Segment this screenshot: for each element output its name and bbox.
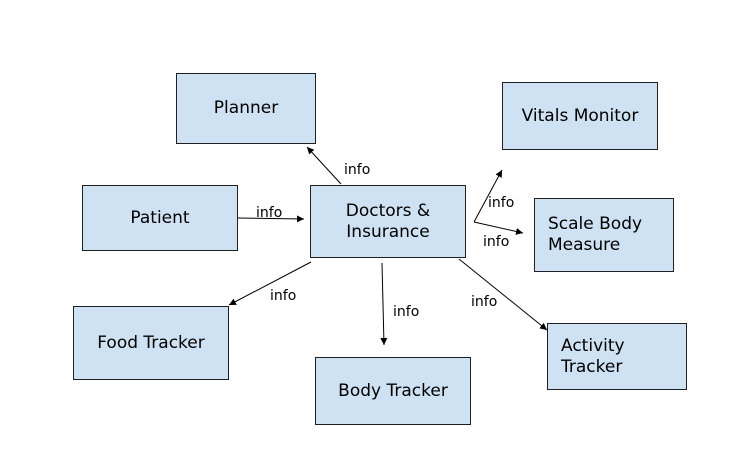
edge-label-food: info <box>270 288 297 304</box>
edge-doctors-to-vitals <box>473 169 503 223</box>
node-food-tracker: Food Tracker <box>73 306 229 380</box>
node-planner: Planner <box>176 73 316 144</box>
node-vitals-monitor: Vitals Monitor <box>502 82 658 150</box>
edge-label-vitals: info <box>488 195 515 211</box>
node-doctors-insurance: Doctors & Insurance <box>310 185 466 258</box>
edge-doctors-to-planner <box>306 146 342 185</box>
node-activity-tracker: Activity Tracker <box>547 323 687 390</box>
edge-doctors-to-food <box>228 261 312 306</box>
edge-label-scale: info <box>483 234 510 250</box>
node-body-tracker: Body Tracker <box>315 357 471 425</box>
node-scale-body-measure-label: Scale Body Measure <box>548 214 643 255</box>
edge-patient-to-doctors <box>237 215 305 223</box>
node-scale-body-measure: Scale Body Measure <box>534 198 674 272</box>
node-planner-label: Planner <box>213 98 279 118</box>
node-patient: Patient <box>82 185 238 251</box>
node-doctors-insurance-label: Doctors & Insurance <box>345 200 431 242</box>
edge-doctors-to-activity <box>458 258 548 331</box>
node-vitals-monitor-label: Vitals Monitor <box>521 105 639 126</box>
edge-label-patient: info <box>256 205 283 221</box>
edge-label-planner: info <box>344 162 371 178</box>
edge-label-body: info <box>393 304 420 320</box>
edge-label-activity: info <box>471 294 498 310</box>
node-body-tracker-label: Body Tracker <box>338 380 448 401</box>
edge-doctors-to-body <box>380 262 388 346</box>
node-food-tracker-label: Food Tracker <box>97 332 205 353</box>
node-activity-tracker-label: Activity Tracker <box>561 335 625 377</box>
edge-doctors-to-scale <box>473 221 524 235</box>
node-patient-label: Patient <box>130 207 190 228</box>
